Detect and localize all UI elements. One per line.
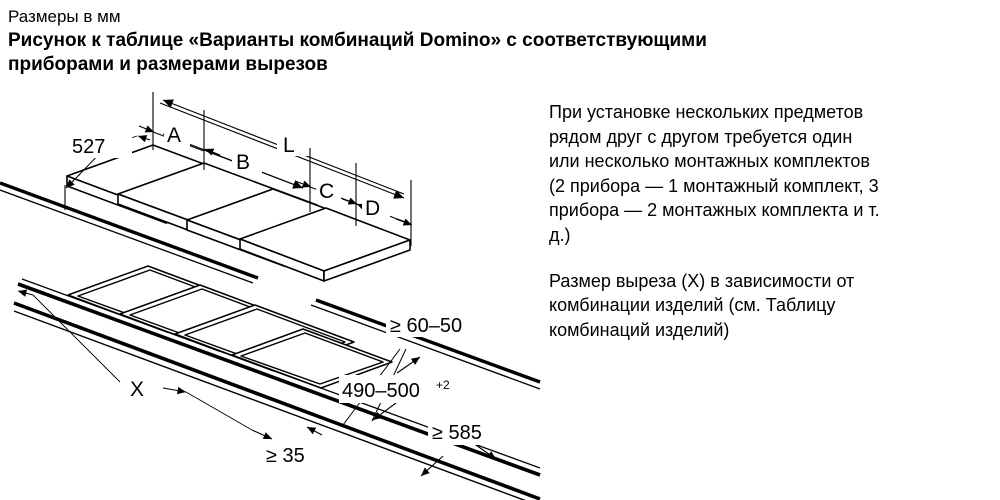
dim-label-side-clearance: ≥ 35	[266, 445, 305, 467]
worktop-front-edge-inner	[13, 310, 526, 500]
units-note: Размеры в мм	[8, 7, 121, 26]
dimension-A: A	[138, 120, 221, 156]
worktop-front-edge-outer	[13, 301, 541, 500]
worktop-upper-edge-lines	[0, 181, 541, 390]
page-header: Размеры в мм Рисунок к таблице «Варианты…	[8, 6, 908, 77]
note1-line-2: рядом друг с другом требуется один	[549, 126, 853, 147]
note1-line-6: д.)	[549, 224, 571, 245]
page-title-line-1: Рисунок к таблице «Варианты комбинаций D…	[8, 30, 707, 51]
dim-label-cutout-depth-sup: +2	[436, 378, 450, 392]
appliance-panel-4	[239, 207, 411, 282]
dim-label-A: A	[167, 124, 181, 147]
dimension-worktop-depth-585: ≥ 585	[420, 417, 522, 477]
dimension-side-clearance-35: ≥ 35	[251, 426, 334, 468]
note-paragraph-cutout-size: Размер выреза (X) в зависимости от комби…	[549, 269, 994, 343]
dim-label-D: D	[365, 197, 380, 220]
dim-label-L: L	[283, 134, 295, 157]
note1-line-3: или несколько монтажных комплектов	[549, 151, 870, 172]
dimension-cutout-width-X: X	[17, 289, 253, 431]
appliance-dimension-lines: L B A C	[64, 92, 413, 246]
cutout-frame-4	[231, 328, 393, 389]
dimension-clearance-60-50: ≥ 60–50	[386, 311, 494, 337]
dimension-527: 527	[64, 130, 151, 210]
dim-label-cutout-depth: 490–500	[342, 380, 420, 402]
notes-column: При установке нескольких предметов рядом…	[549, 100, 994, 342]
dimension-B: B	[162, 133, 304, 189]
dim-label-527: 527	[72, 136, 105, 158]
dim-label-B: B	[236, 151, 250, 174]
dim-label-C: C	[319, 180, 334, 203]
note2-line-2: комбинации изделий (см. Таблицу	[549, 295, 836, 316]
dim-label-worktop-depth: ≥ 585	[432, 422, 482, 444]
note-paragraph-installation: При установке нескольких предметов рядом…	[549, 100, 994, 248]
note2-line-3: комбинаций изделий)	[549, 319, 730, 340]
note1-line-5: прибора — 2 монтажных комплекта и т.	[549, 200, 880, 221]
page-title: Рисунок к таблице «Варианты комбинаций D…	[8, 29, 898, 77]
note1-line-4: (2 прибора — 1 монтажный комплект, 3	[549, 175, 879, 196]
note1-line-1: При установке нескольких предметов	[549, 102, 864, 122]
dimension-D: D	[340, 193, 413, 226]
dimension-L: L	[159, 99, 405, 199]
cutout-assembly	[67, 265, 393, 389]
note2-line-1: Размер выреза (X) в зависимости от	[549, 270, 855, 291]
dimension-cutout-depth: 490–500 +2	[339, 348, 461, 426]
dim-label-cutout-width: X	[130, 378, 144, 401]
dim-label-front-clearance: ≥ 60–50	[390, 315, 462, 337]
cutout-dimension-lines: ≥ 60–50 490–500 +2 ≥ 35	[17, 289, 522, 477]
appliance-assembly	[66, 144, 411, 282]
page-title-line-2: приборами и размерами вырезов	[8, 54, 328, 75]
